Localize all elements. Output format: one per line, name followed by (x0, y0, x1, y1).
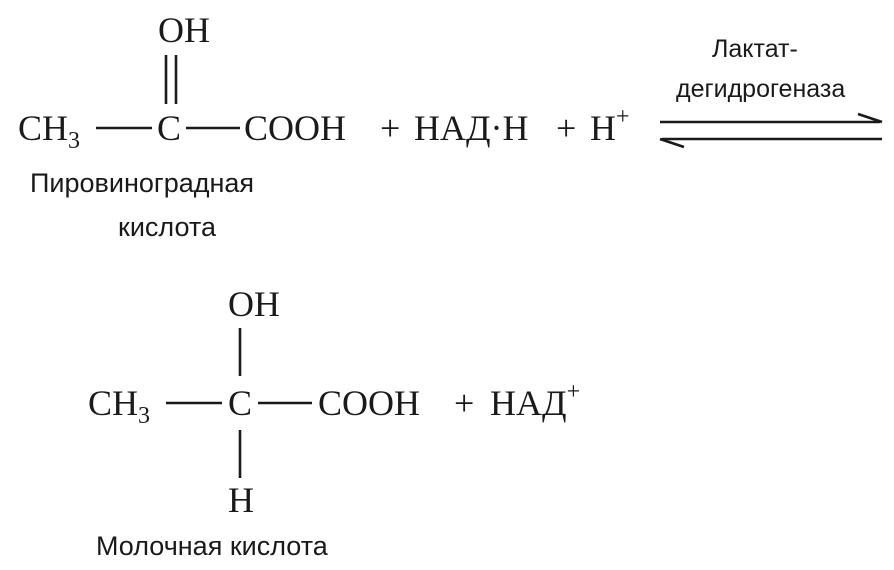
plus-sign-3: + (454, 383, 474, 423)
pyruvate-carbon-label: C (157, 108, 181, 148)
proton-label: H+ (590, 104, 630, 148)
nadh-label: НАД·Н (414, 108, 529, 148)
lactate-cooh-label: COOH (318, 383, 420, 423)
pyruvate-oh-label: OH (158, 10, 210, 50)
pyruvate-name-line1: Пировиноградная (30, 168, 254, 198)
plus-sign-1: + (380, 108, 400, 148)
equilibrium: Лактат- дегидрогеназа (659, 35, 883, 149)
reactants-tail: + НАД·Н + H+ (380, 104, 630, 148)
forward-arrow-head (857, 112, 883, 124)
pyruvate-name-line2: кислота (118, 212, 217, 242)
pyruvate-cooh-label: COOH (244, 108, 346, 148)
lactate-h-label: H (228, 480, 254, 520)
pyruvate-structure: OH CH3 C COOH Пировиноградная кислота (18, 10, 346, 242)
lactate-carbon-label: C (228, 383, 252, 423)
lactate-structure: OH CH3 C COOH H Молочная кислота (88, 284, 420, 561)
pyruvate-ch3-label: CH3 (18, 108, 80, 154)
lactate-oh-label: OH (228, 284, 280, 324)
enzyme-name-line2: дегидрогеназа (676, 75, 845, 103)
products-tail: + НАД+ (454, 379, 580, 423)
plus-sign-2: + (556, 108, 576, 148)
enzyme-name-line1: Лактат- (712, 35, 798, 63)
nad-label: НАД+ (490, 379, 580, 423)
lactate-name: Молочная кислота (96, 531, 329, 561)
reverse-arrow-head (659, 137, 685, 149)
lactate-ch3-label: CH3 (88, 383, 150, 429)
